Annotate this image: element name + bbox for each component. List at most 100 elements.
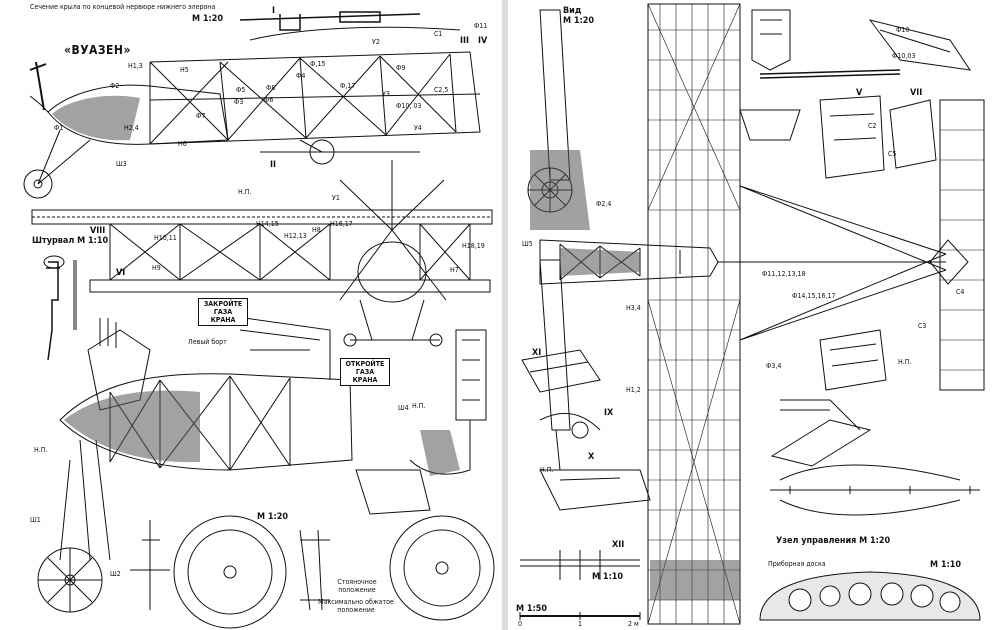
part-f1: Ф1 — [54, 124, 64, 132]
part-c2: С2 — [868, 122, 877, 130]
control-unit-label: Узел управления М 1:20 — [776, 536, 890, 546]
part-n6: Н6 — [178, 140, 187, 148]
part-u1: У1 — [332, 194, 340, 202]
fuselage-top-shading — [560, 248, 640, 276]
part-u2: У2 — [372, 38, 380, 46]
instrument-gauges — [788, 582, 961, 613]
part-f11-18: Ф11,12,13,18 — [762, 270, 806, 278]
part-n14-15: Н14,15 — [256, 220, 279, 228]
nacelle-shading — [52, 95, 140, 141]
roman-iv: IV — [478, 36, 488, 46]
roman-xi: XI — [532, 348, 542, 358]
part-n24: Н2,4 — [124, 124, 139, 132]
detail-strut-x — [539, 469, 651, 511]
part-n12: Н1,2 — [626, 386, 641, 394]
side-view-scale: М 1:20 — [192, 14, 224, 24]
bottom-left-scale: М 1:20 — [257, 512, 289, 522]
nacelle-front-view — [357, 241, 427, 303]
scale-bar-label: М 1:50 — [516, 604, 548, 614]
np-label-2: Н.П. — [34, 446, 48, 454]
part-f2: Ф2 — [110, 82, 120, 90]
scale-mark-0: 0 — [518, 620, 523, 628]
part-n12-13: Н12,13 — [284, 232, 307, 240]
machine-gun — [239, 11, 421, 31]
part-n10-11: Н10,11 — [154, 234, 177, 242]
roman-vi: VI — [116, 268, 126, 278]
part-n16-17: Н16,17 — [330, 220, 353, 228]
roman-vii: VII — [910, 88, 923, 98]
part-n5: Н5 — [180, 66, 189, 74]
part-c3: С3 — [918, 322, 927, 330]
part-u3: У3 — [382, 90, 390, 98]
np-label-4: Н.П. — [540, 466, 554, 474]
wheel-front-side — [23, 169, 53, 199]
wheel-front-large — [173, 515, 287, 629]
part-sh2: Ш2 — [110, 570, 121, 578]
part-f7: Ф7 — [196, 112, 206, 120]
control-unit-scale: М 1:20 — [859, 536, 891, 546]
left-board-label: Левый борт — [188, 338, 227, 346]
top-view-title: Вид — [563, 6, 582, 16]
propeller-side — [29, 61, 47, 111]
scale-mark-1: 1 — [578, 620, 583, 628]
wheel-side-large — [389, 515, 495, 621]
shock-strut — [455, 329, 487, 421]
part-f10-03b: Ф10,03 — [892, 52, 916, 60]
part-c5: С5 — [888, 150, 897, 158]
tailplane-plan — [939, 99, 985, 391]
part-f11: Ф11 — [474, 22, 488, 30]
part-f24: Ф2,4 — [596, 200, 612, 208]
upper-wing-plan — [647, 3, 741, 625]
roman-viii: VIII — [90, 226, 106, 236]
part-sh4: Ш4 — [398, 404, 409, 412]
instrument-panel-scale: М 1:10 — [930, 560, 962, 570]
part-f14-17: Ф14,15,16,17 — [792, 292, 836, 300]
part-n13: Н1,3 — [128, 62, 143, 70]
np-label-5: Н.П. — [898, 358, 912, 366]
part-c4: С4 — [956, 288, 965, 296]
part-f15: Ф,15 — [310, 60, 326, 68]
top-view-scale: М 1:20 — [563, 16, 595, 26]
part-n8: Н8 — [312, 226, 321, 234]
np-label-3: Н.П. — [412, 402, 426, 410]
part-c25: С2,5 — [434, 86, 449, 94]
detail-clamp-xi — [521, 349, 601, 393]
gear-leg — [59, 439, 111, 561]
roman-v: V — [856, 88, 863, 98]
roman-iii: III — [460, 36, 470, 46]
lower-wing-strip — [89, 279, 491, 293]
part-sh5: Ш5 — [522, 240, 533, 248]
part-f10: Ф10 — [896, 26, 910, 34]
part-n34: Н3,4 — [626, 304, 641, 312]
fuselage-shading — [64, 390, 200, 463]
max-load-position-label: Максимально обжатое положение — [318, 598, 394, 614]
roman-x: X — [588, 452, 595, 462]
wing-bracing — [109, 223, 471, 281]
instrument-panel-label: Приборная доска — [768, 560, 826, 568]
part-c1: С1 — [434, 30, 443, 38]
steering-title-text: Штурвал — [32, 236, 75, 246]
detail-fitting-xii — [520, 550, 640, 580]
tail-booms-top — [718, 185, 947, 341]
control-unit-text: Узел управления — [776, 536, 857, 546]
part-n7: Н7 — [450, 266, 459, 274]
detail-bracket — [868, 19, 972, 71]
steering-scale: М 1:10 — [77, 236, 109, 246]
roman-xii: XII — [612, 540, 625, 550]
stowed-position-label: Стояночное положение — [337, 578, 377, 594]
roman-i: I — [272, 6, 276, 16]
part-u4: У4 — [414, 124, 422, 132]
part-n9: Н9 — [152, 264, 161, 272]
part-f9: Ф9 — [396, 64, 406, 72]
part-f34: Ф3,4 — [766, 362, 782, 370]
part-n18-19: Н18,19 — [462, 242, 485, 250]
part-f17: Ф,17 — [340, 82, 356, 90]
part-sh3: Ш3 — [116, 160, 127, 168]
close-fuel-sign: ЗАКРОЙТЕ ГАЗА КРАНА — [198, 298, 248, 326]
part-sh1: Ш1 — [30, 516, 41, 524]
part-f3: Ф3 — [234, 98, 244, 106]
np-label-1: Н.П. — [238, 188, 252, 196]
roman-ii: II — [270, 160, 277, 170]
engine-cylinders — [87, 329, 151, 411]
